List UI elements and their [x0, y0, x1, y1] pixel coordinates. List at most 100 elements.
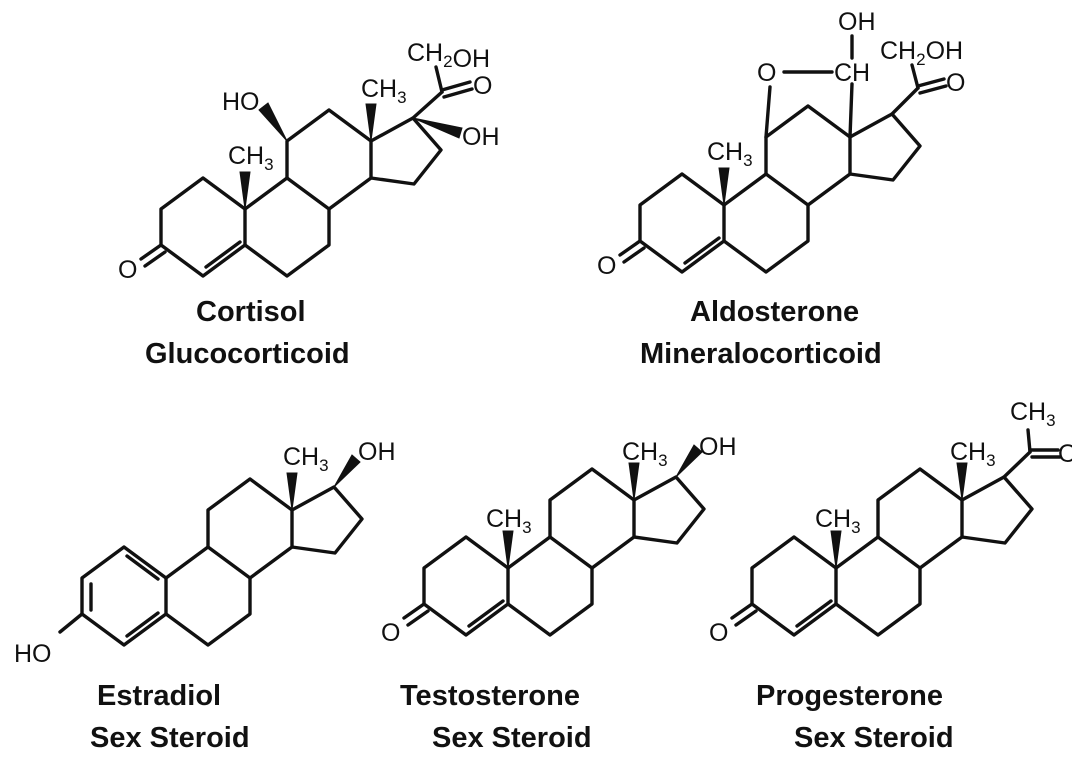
aldosterone-c13-ch-bond	[848, 82, 854, 139]
progesterone-c3-o-bond-1	[730, 602, 754, 620]
cortisol-ch2oh-label: CH2OH	[407, 39, 490, 73]
testosterone-oh-17-label: OH	[699, 433, 737, 461]
testosterone-ring-c	[548, 467, 636, 570]
progesterone-methyl-10-label: CH3	[815, 505, 861, 537]
progesterone-ring-d	[960, 475, 1034, 545]
estradiol-ring-c	[206, 477, 294, 580]
cortisol-c3-o-bond-1	[139, 243, 163, 261]
estradiol-ring-b	[164, 545, 252, 647]
testosterone-c10-methyl-wedge	[502, 530, 514, 569]
cortisol-c17-c20-bond	[411, 90, 444, 120]
cortisol-oh-17-label: OH	[462, 123, 500, 151]
aldosterone-ring-b	[722, 172, 810, 274]
progesterone-class: Sex Steroid	[794, 722, 954, 754]
estradiol-class: Sex Steroid	[90, 722, 250, 754]
aldosterone-name: Aldosterone	[690, 296, 860, 328]
testosterone-double-bond-c4	[467, 599, 505, 628]
aldosterone-c10-methyl-wedge	[718, 167, 730, 206]
progesterone-acetyl-ch3-label: CH3	[1010, 398, 1056, 430]
cortisol-c20-c21-bond	[434, 65, 444, 94]
progesterone-double-bond-c4	[795, 599, 833, 628]
aldosterone-c3-o-bond-1	[618, 239, 642, 257]
cortisol-ketone-3-label: O	[118, 256, 137, 284]
progesterone-name: Progesterone	[756, 680, 943, 712]
progesterone-ring-a	[750, 535, 838, 637]
cortisol-ring-b	[243, 176, 331, 278]
cortisol-methyl-13-label: CH3	[361, 75, 407, 107]
cortisol-ring-c	[285, 108, 373, 211]
aldosterone-class: Mineralocorticoid	[640, 338, 882, 370]
cortisol-name: Cortisol	[196, 296, 306, 328]
aldosterone-c17-c20-bond	[890, 86, 920, 116]
progesterone-c13-methyl-wedge	[956, 462, 968, 501]
aldosterone-ketone-o-label: O	[946, 69, 965, 97]
aldosterone-hemiacetal-oh-label: OH	[838, 8, 876, 36]
estradiol-aromatic-bond-2	[125, 554, 160, 581]
progesterone-c17-c20-bond	[1002, 450, 1032, 479]
aldosterone-ring-a	[638, 172, 726, 274]
cortisol-ring-d	[369, 116, 443, 186]
progesterone-ring-b	[834, 535, 922, 637]
aldosterone-methyl-10-label: CH3	[707, 138, 753, 170]
aldosterone-ch2oh-label: CH2OH	[880, 37, 963, 69]
estradiol-aromatic-bond-3	[125, 611, 160, 638]
estradiol-c3-oh-bond	[58, 612, 84, 634]
aldosterone-c3-o-bond-2	[622, 246, 646, 264]
estradiol-c17-oh-wedge	[333, 454, 361, 488]
aldosterone-c20-c21-bond	[910, 63, 920, 90]
aldosterone-ring-d	[848, 112, 922, 182]
progesterone-c10-methyl-wedge	[830, 530, 842, 569]
estradiol-methyl-13-label: CH3	[283, 443, 329, 475]
aldosterone-c20-o-bond-2	[918, 84, 948, 95]
progesterone-ring-c	[876, 467, 964, 570]
estradiol-ho-3-label: HO	[14, 640, 52, 668]
progesterone-methyl-13-label: CH3	[950, 438, 996, 470]
testosterone-c17-oh-wedge	[675, 444, 703, 478]
cortisol-ring-a	[159, 176, 247, 278]
estradiol-c13-methyl-wedge	[286, 472, 298, 511]
progesterone-c3-o-bond-2	[734, 609, 758, 627]
testosterone-c3-o-bond-1	[402, 602, 426, 620]
aldosterone-double-bond-c4	[683, 236, 721, 265]
aldosterone-ring-o-label: O	[757, 59, 776, 87]
estradiol-structure: CH3 OH HO	[14, 438, 396, 668]
cortisol-double-bond-c4	[204, 240, 242, 269]
progesterone-ketone-3-label: O	[709, 619, 728, 647]
cortisol-c20-o-bond-1	[440, 80, 472, 92]
cortisol-c11-oh-wedge	[258, 102, 288, 142]
testosterone-ketone-3-label: O	[381, 619, 400, 647]
aldosterone-ketone-3-label: O	[597, 252, 616, 280]
cortisol-c3-o-bond-2	[143, 250, 167, 268]
cortisol-c17-oh-wedge	[412, 117, 463, 139]
testosterone-c3-o-bond-2	[406, 609, 430, 627]
progesterone-structure: CH3 O CH3 CH3 O	[709, 398, 1072, 647]
cortisol-ketone-o-label: O	[473, 72, 492, 100]
aldosterone-c20-o-bond-1	[916, 77, 946, 88]
testosterone-ring-a	[422, 535, 510, 637]
testosterone-methyl-10-label: CH3	[486, 505, 532, 537]
cortisol-ho-11-label: HO	[222, 88, 260, 116]
testosterone-structure: CH3 OH CH3 O	[381, 433, 737, 647]
testosterone-c13-methyl-wedge	[628, 462, 640, 501]
testosterone-ring-b	[506, 535, 594, 637]
testosterone-name: Testosterone	[400, 680, 580, 712]
progesterone-acetyl-o-label: O	[1058, 440, 1072, 468]
cortisol-methyl-10-label: CH3	[228, 142, 274, 174]
aldosterone-hemiacetal-ch-label: CH	[834, 59, 870, 87]
testosterone-methyl-13-label: CH3	[622, 438, 668, 470]
testosterone-ring-d	[632, 475, 706, 545]
estradiol-name: Estradiol	[97, 680, 222, 712]
cortisol-c10-methyl-wedge	[239, 171, 251, 210]
cortisol-c13-methyl-wedge	[365, 103, 377, 142]
estradiol-oh-17-label: OH	[358, 438, 396, 466]
estradiol-ring-d	[290, 485, 364, 555]
testosterone-class: Sex Steroid	[432, 722, 592, 754]
aldosterone-ring-c	[764, 104, 852, 207]
cortisol-structure: CH2OH O OH HO CH3 CH3 O	[118, 39, 500, 284]
aldosterone-c11-o-bond	[764, 85, 772, 139]
aldosterone-structure: OH CH O CH2OH O CH3 O	[597, 8, 965, 280]
cortisol-class: Glucocorticoid	[145, 338, 350, 370]
estradiol-ring-a	[80, 545, 168, 647]
